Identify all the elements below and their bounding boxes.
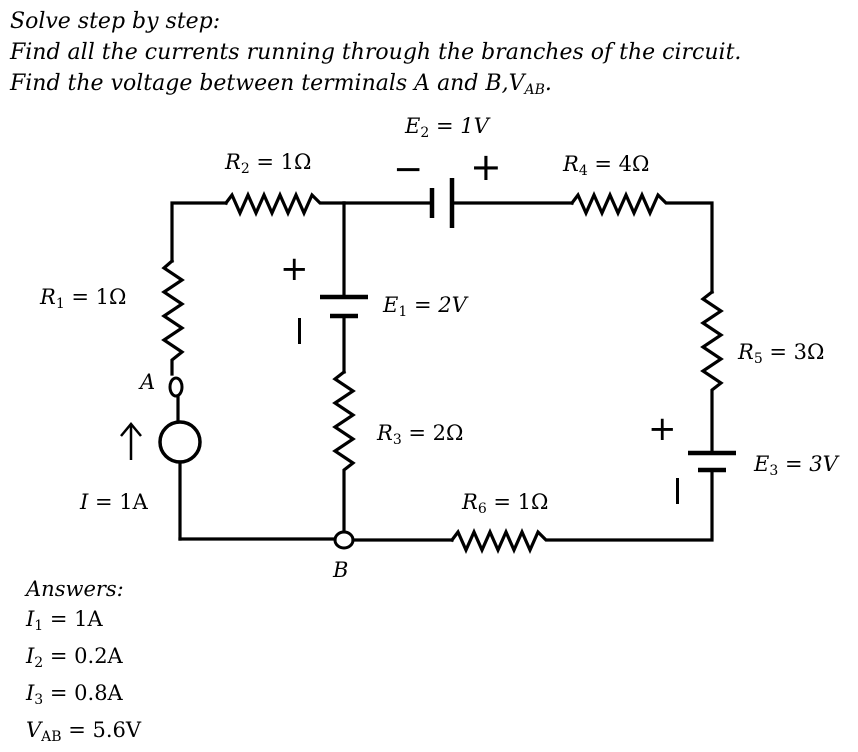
answer-vab: VAB = 5.6V xyxy=(26,718,142,745)
label-current-source: I = 1A xyxy=(80,490,148,514)
terminal-a-node xyxy=(168,376,184,398)
e2-plus-sign: + xyxy=(470,145,502,189)
label-e3: E3 = 3V xyxy=(754,452,838,479)
resistor-r3 xyxy=(332,369,356,532)
label-r2: R2 = 1Ω xyxy=(225,150,312,177)
label-r1: R1 = 1Ω xyxy=(40,285,127,312)
resistor-r2 xyxy=(223,191,346,217)
resistor-r6 xyxy=(449,468,714,554)
label-r5: R5 = 3Ω xyxy=(738,340,825,367)
problem-line-1: Solve step by step: xyxy=(10,9,221,34)
e3-minus-mark xyxy=(676,478,679,504)
label-terminal-a: A xyxy=(140,370,156,394)
answer-i2: I2 = 0.2A xyxy=(26,644,123,671)
resistor-r4 xyxy=(569,191,714,294)
resistor-r5 xyxy=(700,289,724,454)
e1-minus-mark xyxy=(298,318,301,344)
problem-line-3-suffix: . xyxy=(544,71,552,96)
answer-i3: I3 = 0.8A xyxy=(26,681,123,708)
e2-minus-sign: − xyxy=(393,149,424,190)
label-r3: R3 = 2Ω xyxy=(377,421,464,448)
answers-block: Answers: I1 = 1A I2 = 0.2A I3 = 0.8A VAB… xyxy=(26,574,141,752)
e3-plus-sign: + xyxy=(648,409,677,449)
label-r6: R6 = 1Ω xyxy=(462,490,549,517)
problem-line-3-sub: AB xyxy=(524,82,545,98)
problem-line-3: Find the voltage between terminals A and… xyxy=(10,68,741,106)
label-r4: R4 = 4Ω xyxy=(563,152,650,179)
problem-line-2: Find all the currents running through th… xyxy=(10,40,742,65)
label-e2: E2 = 1V xyxy=(405,114,489,141)
problem-line-3-var: V xyxy=(508,71,525,96)
wire-left-top xyxy=(170,201,228,263)
current-source xyxy=(158,420,202,464)
label-e1: E1 = 2V xyxy=(383,293,467,320)
resistor-r1 xyxy=(161,258,185,376)
current-arrow-head xyxy=(120,422,142,437)
e1-plus-sign: + xyxy=(280,249,309,289)
answer-i1: I1 = 1A xyxy=(26,607,103,634)
answers-heading: Answers: xyxy=(26,577,124,601)
problem-line-3-prefix: Find the voltage between terminals A and… xyxy=(10,71,509,96)
terminal-b-node xyxy=(333,530,355,550)
problem-statement: Solve step by step: Find all the current… xyxy=(10,6,741,106)
label-terminal-b: B xyxy=(333,558,349,582)
